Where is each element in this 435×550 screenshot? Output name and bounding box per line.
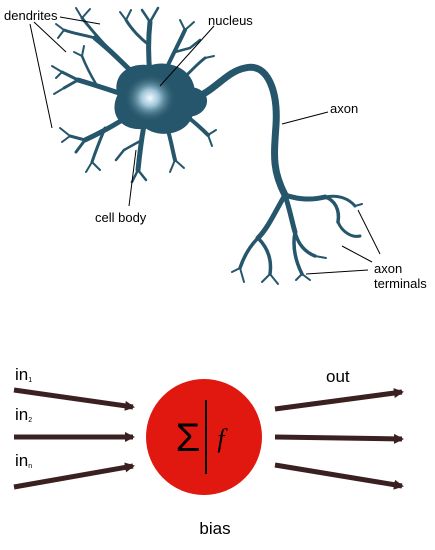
output-arrow-3	[274, 462, 404, 490]
biological-neuron: dendrites nucleus axon cell body axon te…	[4, 6, 427, 291]
axon-shape	[186, 63, 289, 199]
output-label: out	[326, 367, 350, 386]
output-arrow-1	[274, 388, 404, 412]
output-arrow-2	[274, 433, 404, 444]
input-arrow-1	[13, 387, 135, 411]
input-label-1: in1	[15, 365, 32, 384]
input-arrow-n	[13, 462, 135, 490]
nucleus-glow	[124, 74, 176, 122]
axon-terminals-label-line2: terminals	[374, 276, 427, 291]
axon-terminals-shape	[231, 192, 363, 285]
cell-body-label: cell body	[95, 210, 147, 225]
dendrites-label: dendrites	[4, 8, 58, 23]
label-leaders	[29, 16, 381, 275]
axon-terminals-label-line1: axon	[374, 261, 402, 276]
neuron-node	[146, 379, 262, 495]
nucleus-label: nucleus	[208, 13, 253, 28]
sum-symbol: Σ	[176, 416, 201, 460]
axon-label: axon	[330, 101, 358, 116]
bias-label: bias	[199, 519, 230, 538]
artificial-neuron: in1 in2 inn Σ f out bias	[13, 365, 404, 538]
input-label-n: inn	[15, 451, 32, 470]
activation-symbol: f	[217, 424, 228, 453]
input-label-2: in2	[15, 405, 32, 424]
